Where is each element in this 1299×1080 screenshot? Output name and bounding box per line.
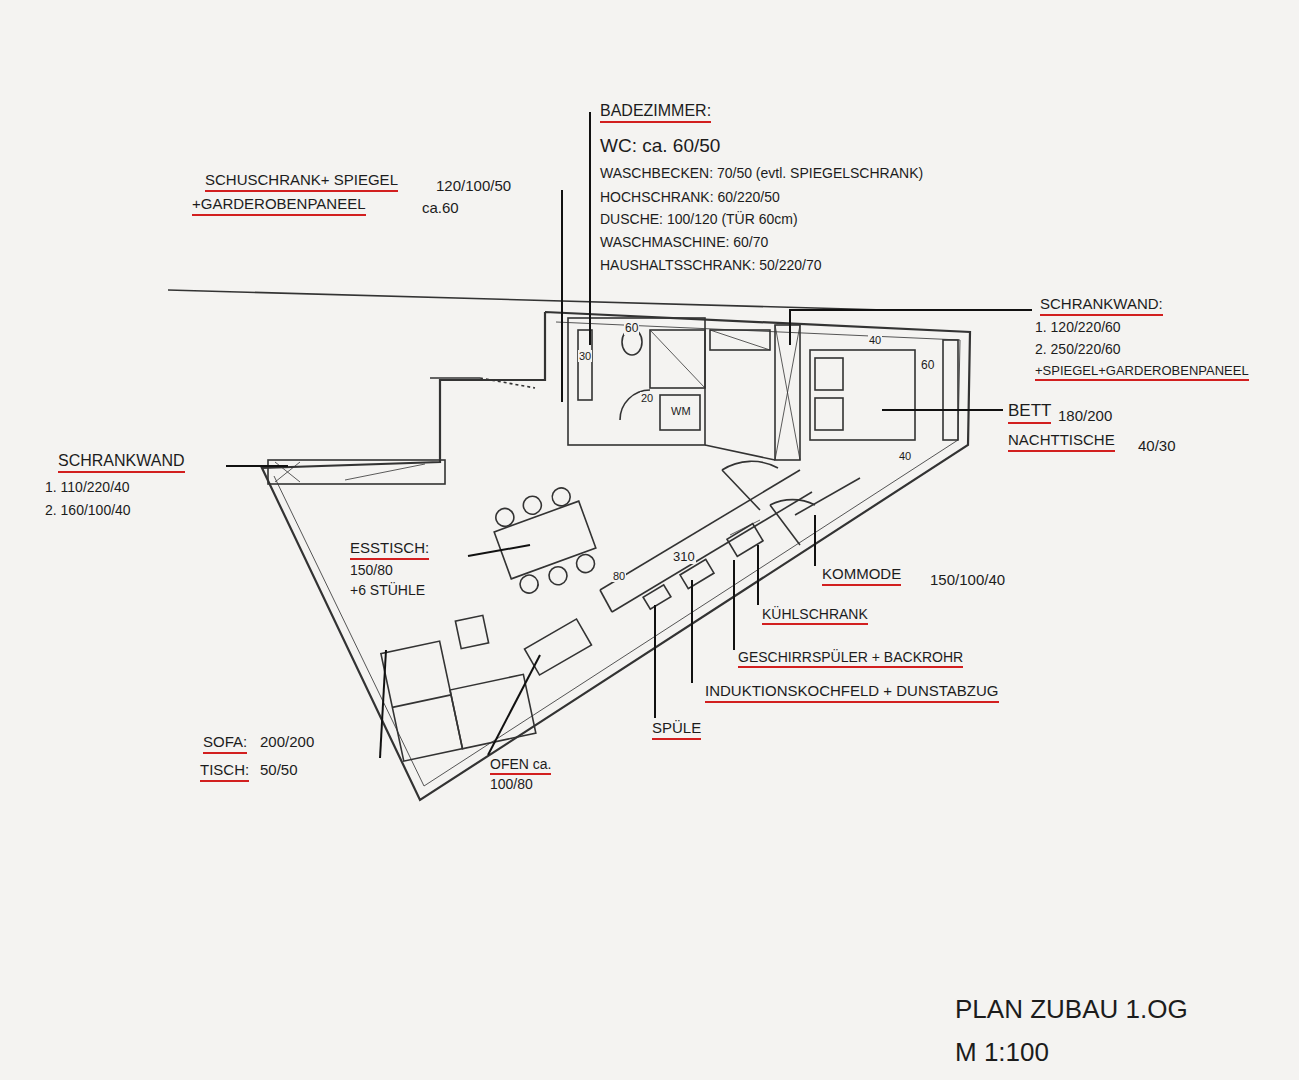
outer-wall (262, 312, 970, 800)
coffee-table (455, 615, 488, 648)
plan-label: 150/100/40 (930, 572, 1005, 589)
dresser (795, 478, 860, 515)
leader-line (733, 560, 735, 650)
door-arc (770, 500, 815, 545)
sofa (381, 625, 536, 761)
plan-label: 1. 110/220/40 (45, 480, 130, 495)
plan-label: 180/200 (1058, 408, 1112, 425)
leader-line (790, 310, 1032, 345)
bathroom-wall (568, 318, 705, 445)
site-line (168, 290, 885, 310)
bed (810, 350, 915, 440)
plan-label: SCHUSCHRANK+ SPIEGEL (205, 172, 398, 192)
plan-label: KÜHLSCHRANK (762, 607, 868, 625)
leader-line (468, 545, 530, 556)
plan-label: 100/80 (490, 777, 533, 792)
plan-label: INDUKTIONSKOCHFELD + DUNSTABZUG (705, 683, 999, 703)
cabinet-cross (710, 330, 770, 350)
plan-label: +GARDEROBENPANEEL (192, 196, 366, 216)
plan-label: 1. 120/220/60 (1035, 320, 1121, 335)
plan-label: 80 (612, 570, 626, 582)
wardrobe (268, 460, 445, 484)
door-arc (722, 461, 778, 510)
plan-label: +6 STÜHLE (350, 583, 425, 598)
pillow (815, 358, 843, 390)
plan-label: BADEZIMMER: (600, 102, 711, 123)
plan-label: HOCHSCHRANK: 60/220/50 (600, 190, 780, 205)
plan-label: HAUSHALTSSCHRANK: 50/220/70 (600, 258, 822, 273)
plan-label: 50/50 (260, 762, 298, 779)
leader-line (589, 112, 591, 345)
plan-label: 120/100/50 (436, 178, 511, 195)
plan-label: 40/30 (1138, 438, 1176, 455)
sink (643, 585, 671, 609)
wardrobe-door (345, 464, 425, 480)
leader-line (757, 545, 759, 605)
leader-line (882, 409, 1003, 411)
leader-line (814, 515, 816, 566)
plan-label: DUSCHE: 100/120 (TÜR 60cm) (600, 212, 798, 227)
plan-label: ESSTISCH: (350, 540, 429, 560)
wardrobe-cross (775, 325, 800, 460)
plan-label: 200/200 (260, 734, 314, 751)
plan-label: WM (670, 405, 692, 417)
plan-label: BETT (1008, 402, 1051, 424)
plan-label: 310 (672, 550, 696, 564)
plan-label: SCHRANKWAND (58, 452, 185, 473)
plan-label: 60 (920, 359, 935, 372)
counter (600, 590, 612, 612)
plan-label: 20 (640, 392, 654, 404)
washing-machine (660, 395, 700, 430)
leader-line (380, 650, 386, 758)
plan-label: NACHTTISCHE (1008, 432, 1115, 452)
pillow (815, 398, 843, 430)
plan-label: KOMMODE (822, 566, 901, 586)
plan-label: ca.60 (422, 200, 459, 217)
plan-label: TISCH: (200, 762, 249, 782)
plan-label: 30 (578, 350, 592, 362)
wardrobe (775, 325, 800, 460)
plan-label: SOFA: (203, 734, 247, 754)
leader-line (654, 605, 656, 718)
plan-label: SCHRANKWAND: (1040, 296, 1163, 316)
plan-label: 2. 160/100/40 (45, 503, 131, 518)
plan-label: WASCHBECKEN: 70/50 (evtl. SPIEGELSCHRANK… (600, 166, 923, 181)
counter (600, 470, 800, 590)
leader-line (226, 465, 288, 467)
leader-line (561, 190, 563, 402)
fridge-cross (730, 520, 760, 535)
plan-label: WASCHMASCHINE: 60/70 (600, 235, 768, 250)
plan-label: 40 (868, 334, 882, 346)
plan-label: GESCHIRRSPÜLER + BACKROHR (738, 650, 963, 668)
inner-wall (274, 322, 960, 786)
wall (705, 445, 775, 460)
plan-label: 40 (898, 450, 912, 462)
cabinet (710, 330, 770, 350)
wardrobe-cross (775, 325, 800, 460)
plan-label: WC: ca. 60/50 (600, 136, 720, 157)
plan-label: OFEN ca. (490, 757, 551, 775)
plan-label: 60 (624, 322, 639, 335)
shower-cross (650, 330, 705, 388)
shower (650, 330, 705, 388)
wardrobe (943, 340, 958, 440)
counter (612, 492, 812, 612)
leader-line (488, 655, 540, 755)
wall-hatch (480, 378, 535, 388)
plan-label: PLAN ZUBAU 1.OG (955, 995, 1188, 1024)
plan-label: 150/80 (350, 563, 393, 578)
dining-table (487, 481, 603, 599)
wall (430, 377, 480, 379)
plan-label: SPÜLE (652, 720, 701, 740)
plan-label: 2. 250/220/60 (1035, 342, 1121, 357)
leader-line (691, 580, 693, 683)
plan-label: M 1:100 (955, 1038, 1049, 1067)
plan-label: +SPIEGEL+GARDEROBENPANEEL (1035, 364, 1249, 381)
